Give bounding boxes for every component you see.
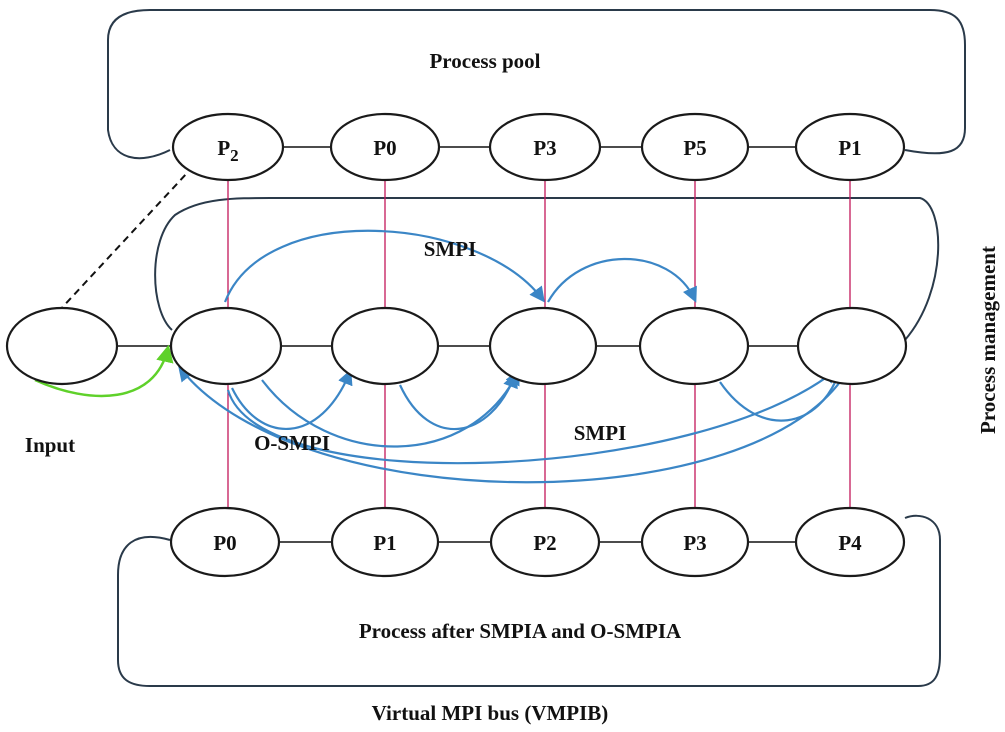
process-management-boundary <box>154 197 940 341</box>
node-label: P4 <box>838 531 862 555</box>
smpi-arc-node4-to-node5 <box>719 367 844 422</box>
bottom-row-node-2: P1 <box>330 506 440 578</box>
node-label: P3 <box>683 531 706 555</box>
node-label: P <box>217 136 230 160</box>
input-label: Input <box>25 433 75 457</box>
middle-row-node-2 <box>330 306 440 386</box>
node-label: P1 <box>373 531 396 555</box>
node-label: P1 <box>838 136 861 160</box>
node-label: P2 <box>533 531 556 555</box>
node-label: P3 <box>533 136 556 160</box>
process-management-label: Process management <box>976 246 1000 434</box>
smpi-label-bottom: SMPI <box>574 421 627 445</box>
node-label: P5 <box>683 136 706 160</box>
top-row-node-5: P1 <box>794 112 906 182</box>
bottom-row-node-1: P0 <box>169 506 281 578</box>
node-label: P0 <box>213 531 236 555</box>
vmpib-label: Virtual MPI bus (VMPIB) <box>372 701 609 725</box>
o-smpi-label: O-SMPI <box>254 431 330 455</box>
process-after-label: Process after SMPIA and O-SMPIA <box>359 619 682 643</box>
smpi-label-top: SMPI <box>424 237 477 261</box>
o-smpi-arc-node5-to-node1 <box>178 365 849 484</box>
bottom-row-node-5: P4 <box>794 506 906 578</box>
bottom-row-node-3: P2 <box>489 506 601 578</box>
smpi-arc-node3-to-node4 <box>547 258 697 303</box>
middle-row-node-1 <box>169 306 283 386</box>
middle-row-node-3 <box>488 306 598 386</box>
node-label: P0 <box>373 136 396 160</box>
svg-text:P2: P2 <box>217 136 238 165</box>
process-after-boundary <box>117 514 941 687</box>
smpi-arc-node1-to-node5 <box>226 368 839 465</box>
smpi-arc-node2-to-node3 <box>399 372 518 431</box>
input-to-pool-dashed-link <box>57 171 189 313</box>
smpi-arc-node1-to-node3-lower <box>261 369 520 448</box>
input-node <box>5 306 119 386</box>
top-row-node-1: P2 <box>171 112 285 182</box>
input-arc <box>34 344 174 398</box>
bottom-row-node-4: P3 <box>640 506 750 578</box>
process-pool-label: Process pool <box>429 49 540 73</box>
smpi-arc-node1-to-node2 <box>231 369 353 431</box>
top-row-node-4: P5 <box>640 112 750 182</box>
middle-row-node-5 <box>796 306 908 386</box>
node-label-subscript: 2 <box>230 146 239 165</box>
smpi-arc-node1-to-node3 <box>223 229 545 303</box>
top-row-node-2: P0 <box>329 112 441 182</box>
middle-row-node-4 <box>638 306 750 386</box>
top-row-node-3: P3 <box>488 112 602 182</box>
process-pool-boundary <box>107 9 966 160</box>
